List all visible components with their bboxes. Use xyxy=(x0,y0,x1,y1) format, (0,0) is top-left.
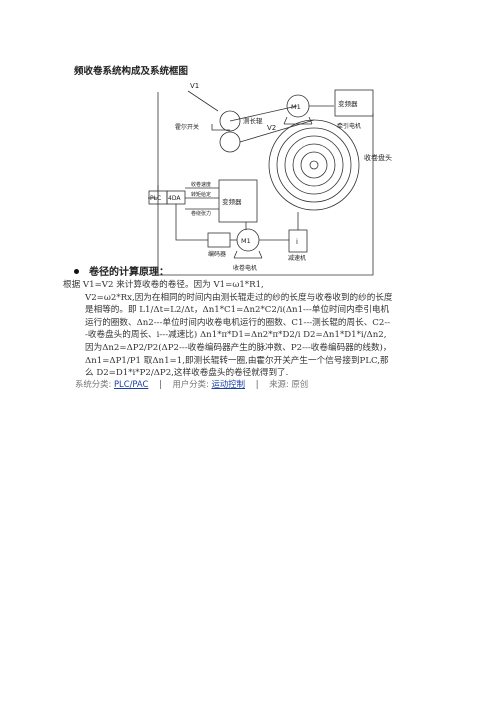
v2-yarn-line xyxy=(239,119,315,143)
section-heading: 卷径的计算原理： xyxy=(74,263,169,278)
winding-head-label: 收卷盘头 xyxy=(364,153,392,162)
bullet-icon xyxy=(74,268,79,274)
encoder-label: 编码器 xyxy=(208,250,226,258)
user-category-link[interactable]: 运动控制 xyxy=(211,379,246,389)
winding-motor-label: 收卷电机 xyxy=(233,264,257,272)
footer-separator-2: | xyxy=(255,379,259,389)
m1-top-label: M1 xyxy=(291,103,301,111)
winding-head-outer xyxy=(268,119,360,211)
inverter-top-label: 变频器 xyxy=(338,99,358,108)
v1-yarn-line xyxy=(187,90,219,112)
m2-label: M1 xyxy=(241,237,251,245)
body-line-1: 根据 V1=V2 来计算收卷的卷径。因为 V1=ω1*R1, xyxy=(63,280,264,290)
plc-label: PLC xyxy=(150,195,161,202)
tension-setting-label: 卷绕张力 xyxy=(191,210,211,217)
measuring-roller-label: 测长辊 xyxy=(243,116,263,125)
traction-motor-label: 牵引电机 xyxy=(337,122,361,130)
section-body: 根据 V1=V2 来计算收卷的卷径。因为 V1=ω1*R1, V2=ω2*Rx,… xyxy=(63,279,393,380)
winding-system-diagram: V1 V2 M1 变频器 牵引电机 测长辊 霍尔开关 收卷盘头 PLC 4DA … xyxy=(148,82,392,276)
measuring-roller-lower xyxy=(219,131,241,153)
system-category-link[interactable]: PLC/PAC xyxy=(114,379,149,389)
feedback-wire xyxy=(157,92,374,276)
da-label: 4DA xyxy=(168,195,181,202)
user-category-label: 用户分类: xyxy=(172,379,209,389)
inverter-mid-box xyxy=(218,179,258,223)
reducer-label: 减速机 xyxy=(288,254,306,262)
body-line-2: V2=ω2*Rx,因为在相同的时间内由测长辊走过的纱的长度与收卷收到的纱的长度是… xyxy=(85,292,393,379)
inverter-mid-label: 变频器 xyxy=(222,197,242,206)
reducer-symbol: i xyxy=(296,238,298,246)
reducer-box xyxy=(288,229,308,253)
encoder-box xyxy=(207,232,231,248)
v2-label: V2 xyxy=(267,124,276,132)
system-category-label: 系统分类: xyxy=(75,379,112,389)
footer-separator: | xyxy=(159,379,162,389)
measuring-roller-upper xyxy=(219,110,241,132)
article-title: 频收卷系统构成及系统框图 xyxy=(74,66,189,77)
article-footer: 系统分类: PLC/PAC | 用户分类: 运动控制 | 来源: 原创 xyxy=(75,378,308,390)
roller-arm xyxy=(229,105,298,122)
v1-label: V1 xyxy=(190,82,199,90)
speed-setting-label: 收卷速度 xyxy=(191,181,211,188)
inverter-top-box xyxy=(334,89,374,117)
source-label: 来源: 原创 xyxy=(269,379,309,389)
torque-setting-label: 转矩给定 xyxy=(191,191,211,198)
hall-switch-label: 霍尔开关 xyxy=(175,123,199,131)
